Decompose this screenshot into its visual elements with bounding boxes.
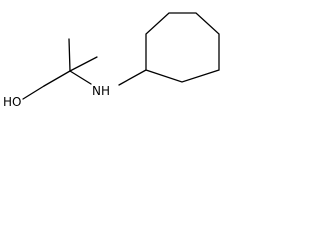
bond-quaternary-carbon-to-methyl-upper [68, 38, 71, 72]
bond-quaternary-carbon-to-methyl-right [69, 56, 98, 72]
structure-canvas: HO NH [0, 0, 236, 114]
bond-quaternary-carbon-to-nitrogen [69, 70, 92, 85]
cycloheptane-ring [145, 12, 220, 83]
bond-lines [22, 38, 147, 100]
bond-nitrogen-to-ring [118, 69, 147, 86]
bond-oxygen-to-methylene [22, 85, 45, 100]
hydroxyl-label: HO [3, 95, 21, 109]
molecule-diagram: HO NH [3, 12, 220, 109]
bond-methylene-to-quaternary-carbon [43, 70, 71, 87]
amine-label: NH [92, 84, 110, 98]
